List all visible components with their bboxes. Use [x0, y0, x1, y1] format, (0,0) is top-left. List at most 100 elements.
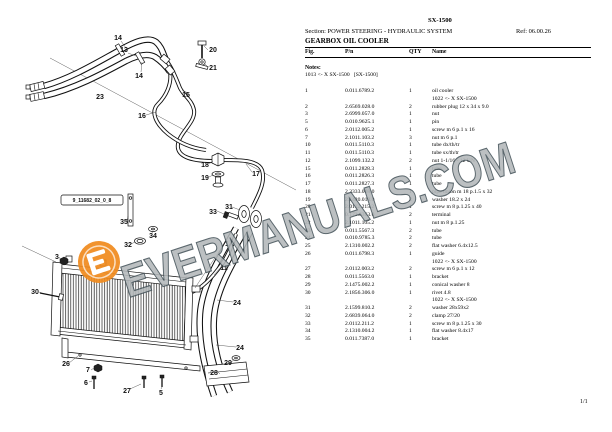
part-name: nut m 6 p.1	[432, 134, 458, 141]
part-qty: 3	[409, 134, 412, 141]
hose-23	[25, 40, 170, 102]
callout-label: 21	[209, 65, 217, 72]
diagram-ref-text: 9_11682_02_0_8	[73, 198, 112, 204]
part-qty: 1	[409, 181, 412, 187]
part-fig: 34	[305, 328, 311, 335]
pipe-union-18	[211, 152, 225, 167]
part-fig: 32	[305, 312, 311, 319]
part-qty: 1	[409, 289, 412, 296]
part-fig: 11	[305, 150, 311, 156]
part-qty: 1	[409, 274, 412, 280]
part-pn: 0.011.2828.3	[345, 165, 375, 172]
page-title: GEARBOX OIL COOLER	[305, 36, 389, 45]
part-name: terminal	[432, 212, 451, 218]
part-pn: 0.011.5563.0	[345, 274, 375, 280]
callout-label: 27	[123, 388, 131, 395]
part-qty: 1	[409, 150, 412, 156]
part-fig: 2	[305, 103, 308, 110]
part-name: pipe union m 18 p.1.5 x 32	[432, 188, 493, 195]
part-fig: 26	[305, 250, 311, 257]
rivet-30	[39, 292, 64, 301]
part-fig: 5	[305, 119, 308, 125]
section-title: Section: POWER STEERING - HYDRAULIC SYST…	[305, 28, 453, 35]
callout-label: 11	[220, 265, 228, 272]
part-fig: 22	[305, 219, 311, 226]
column-header-qty: QTY	[409, 49, 422, 55]
callout-label: 17	[252, 171, 260, 178]
notes-label: Notes:	[305, 64, 321, 71]
part-name: tube	[432, 173, 442, 180]
part-name: tube	[432, 165, 442, 172]
part-pn: 2.6569.028.0	[345, 103, 375, 110]
part-qty: 2	[409, 243, 412, 249]
part-fig: 16	[305, 173, 311, 180]
part-fig: 20	[305, 204, 311, 211]
part-name: washer 28x59x2	[432, 305, 469, 311]
part-fig: 27	[305, 266, 311, 273]
callout-label: 14	[135, 73, 143, 80]
part-qty: 1	[409, 250, 412, 257]
part-fig: 12	[305, 157, 311, 164]
part-name: bracket	[432, 336, 449, 342]
part-pn: 0.011.6798.3	[345, 250, 375, 257]
part-name: nut	[432, 111, 440, 118]
part-fig: 35	[305, 336, 311, 342]
callout-label: 24	[236, 345, 244, 352]
part-fig: 30	[305, 289, 311, 296]
part-pn: 2.6839.064.0	[345, 312, 375, 319]
part-name: bracket	[432, 274, 449, 280]
screw-27	[141, 375, 147, 388]
part-qty: 2	[409, 266, 412, 273]
parts-note-row: 1022 <- X SX-1500	[0, 259, 612, 267]
part-pn: 0.010.9625.1	[345, 119, 375, 125]
part-pn: 0.011.2827.3	[345, 181, 375, 187]
part-fig: 1	[305, 88, 308, 94]
part-name: oil cooler	[432, 88, 454, 94]
column-header-fig: Fig.	[305, 49, 315, 55]
part-fig: 17	[305, 181, 311, 187]
nut-7	[93, 363, 103, 373]
part-qty: 1	[409, 188, 412, 195]
part-pn: 0.011.7387.0	[345, 336, 375, 342]
part-qty: 2	[409, 305, 412, 311]
washer-31	[238, 205, 262, 228]
callout-label: 28	[210, 370, 218, 377]
part-pn: 2.1310.002.2	[345, 243, 375, 249]
part-qty: 1	[409, 111, 412, 118]
part-name: screw m 8 p.1.25 x 30	[432, 320, 482, 327]
part-name: flat washer 8.4x17	[432, 328, 474, 335]
screw-20	[197, 40, 207, 58]
part-pn: 2.1420.018.0	[345, 196, 375, 203]
part-pn: 2.1011.103.2	[345, 134, 375, 141]
part-qty: 2	[409, 157, 412, 164]
callout-labels: 14 13 14 23 20 21 15 16 18 19 17 35 33 3…	[31, 35, 260, 397]
part-qty: 1	[409, 165, 412, 172]
part-name: conical washer 8	[432, 281, 470, 288]
callout-label: 29	[224, 360, 232, 367]
part-name: pin	[432, 119, 440, 125]
terminal-21	[195, 58, 209, 70]
part-pn: 0.011.5110.3	[345, 142, 374, 149]
part-fig: 28	[305, 274, 311, 280]
part-pn: 0.011.5110.3	[345, 150, 374, 156]
guide-26	[61, 337, 201, 372]
nut-3	[59, 256, 69, 266]
part-pn: 2.1475.002.2	[345, 281, 375, 288]
callout-label: 32	[124, 242, 132, 249]
clamp-32	[134, 237, 146, 245]
callout-label: 3	[55, 254, 59, 261]
callout-label: 14	[114, 35, 122, 42]
callout-label: 5	[159, 390, 163, 397]
part-pn: 2.1011.105.2	[345, 219, 375, 226]
part-name: screw m 6 p.1 x 12	[432, 266, 475, 273]
part-fig: 25	[305, 243, 311, 249]
callout-label: 19	[201, 175, 209, 182]
